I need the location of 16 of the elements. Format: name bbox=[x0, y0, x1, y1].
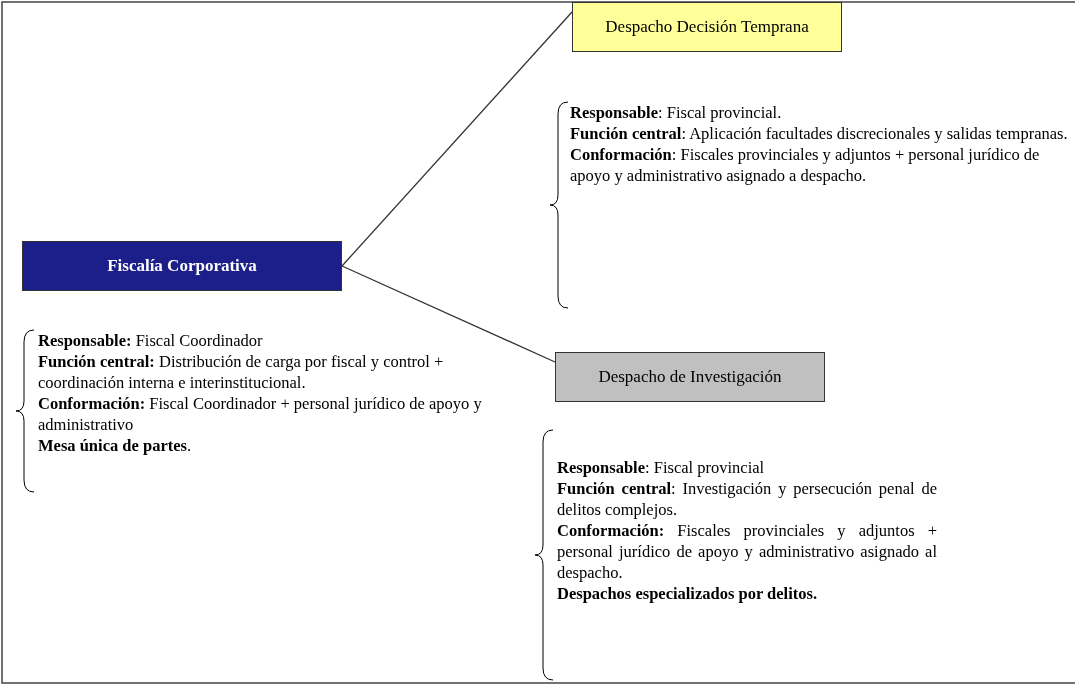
description-text: Función central: Investigación y persecución penal de delitos complejos. bbox=[557, 478, 937, 520]
connector-line bbox=[341, 11, 573, 267]
description-text: Función central: Distribución de carga por fiscal y control + coordinación interna e interinstitucional. bbox=[38, 351, 445, 393]
process-box: Fiscalía Corporativa bbox=[22, 241, 342, 291]
connector-line bbox=[341, 265, 556, 363]
process-box: Despacho de Investigación bbox=[555, 352, 825, 402]
description-text: Responsable: Fiscal Coordinador bbox=[38, 330, 264, 351]
description-text: Conformación: Fiscales provinciales y adjuntos + personal jurídico de apoyo y administrativo asignado a despacho. bbox=[570, 144, 1041, 186]
description-text: Función central: Aplicación facultades discrecionales y salidas tempranas. bbox=[570, 123, 1069, 144]
description-text: Despachos especializados por delitos. bbox=[557, 583, 819, 604]
description-text: Conformación: Fiscales provinciales y adjuntos + personal jurídico de apoyo y administrativo asignado al despacho. bbox=[557, 520, 937, 583]
description-text: Responsable: Fiscal provincial bbox=[557, 457, 766, 478]
description-text: Mesa única de partes. bbox=[38, 435, 193, 456]
process-box: Despacho Decisión Temprana bbox=[572, 2, 842, 52]
description-text: Conformación: Fiscal Coordinador + personal jurídico de apoyo y administrativo bbox=[38, 393, 483, 435]
description-text: Responsable: Fiscal provincial. bbox=[570, 102, 783, 123]
